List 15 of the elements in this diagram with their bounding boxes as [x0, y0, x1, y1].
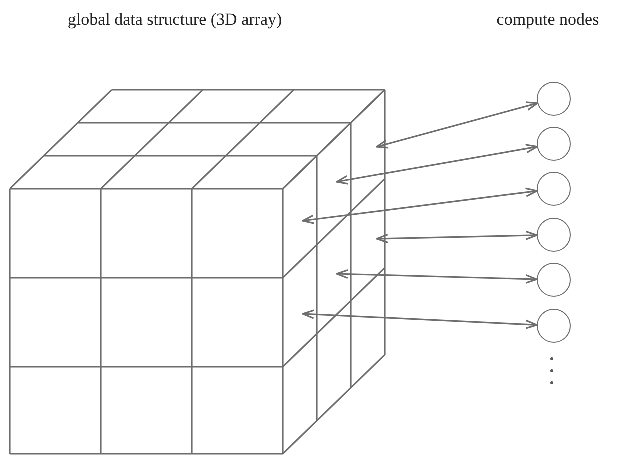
double-arrow	[302, 310, 538, 330]
double-arrow	[376, 230, 538, 244]
compute-node-circle	[537, 218, 571, 252]
double-arrow	[376, 102, 538, 149]
compute-node-circle	[537, 172, 571, 206]
compute-node-circle	[537, 263, 571, 297]
double-arrow	[336, 144, 538, 185]
compute-node-circle	[537, 309, 571, 343]
double-arrow	[336, 270, 538, 284]
heading: global data structure (3D array)	[68, 10, 282, 30]
heading: compute nodes	[496, 10, 600, 30]
compute-node-circle	[537, 82, 571, 116]
compute-node-circle	[537, 127, 571, 161]
cube-drawing	[9, 89, 387, 456]
double-arrow	[302, 188, 538, 224]
